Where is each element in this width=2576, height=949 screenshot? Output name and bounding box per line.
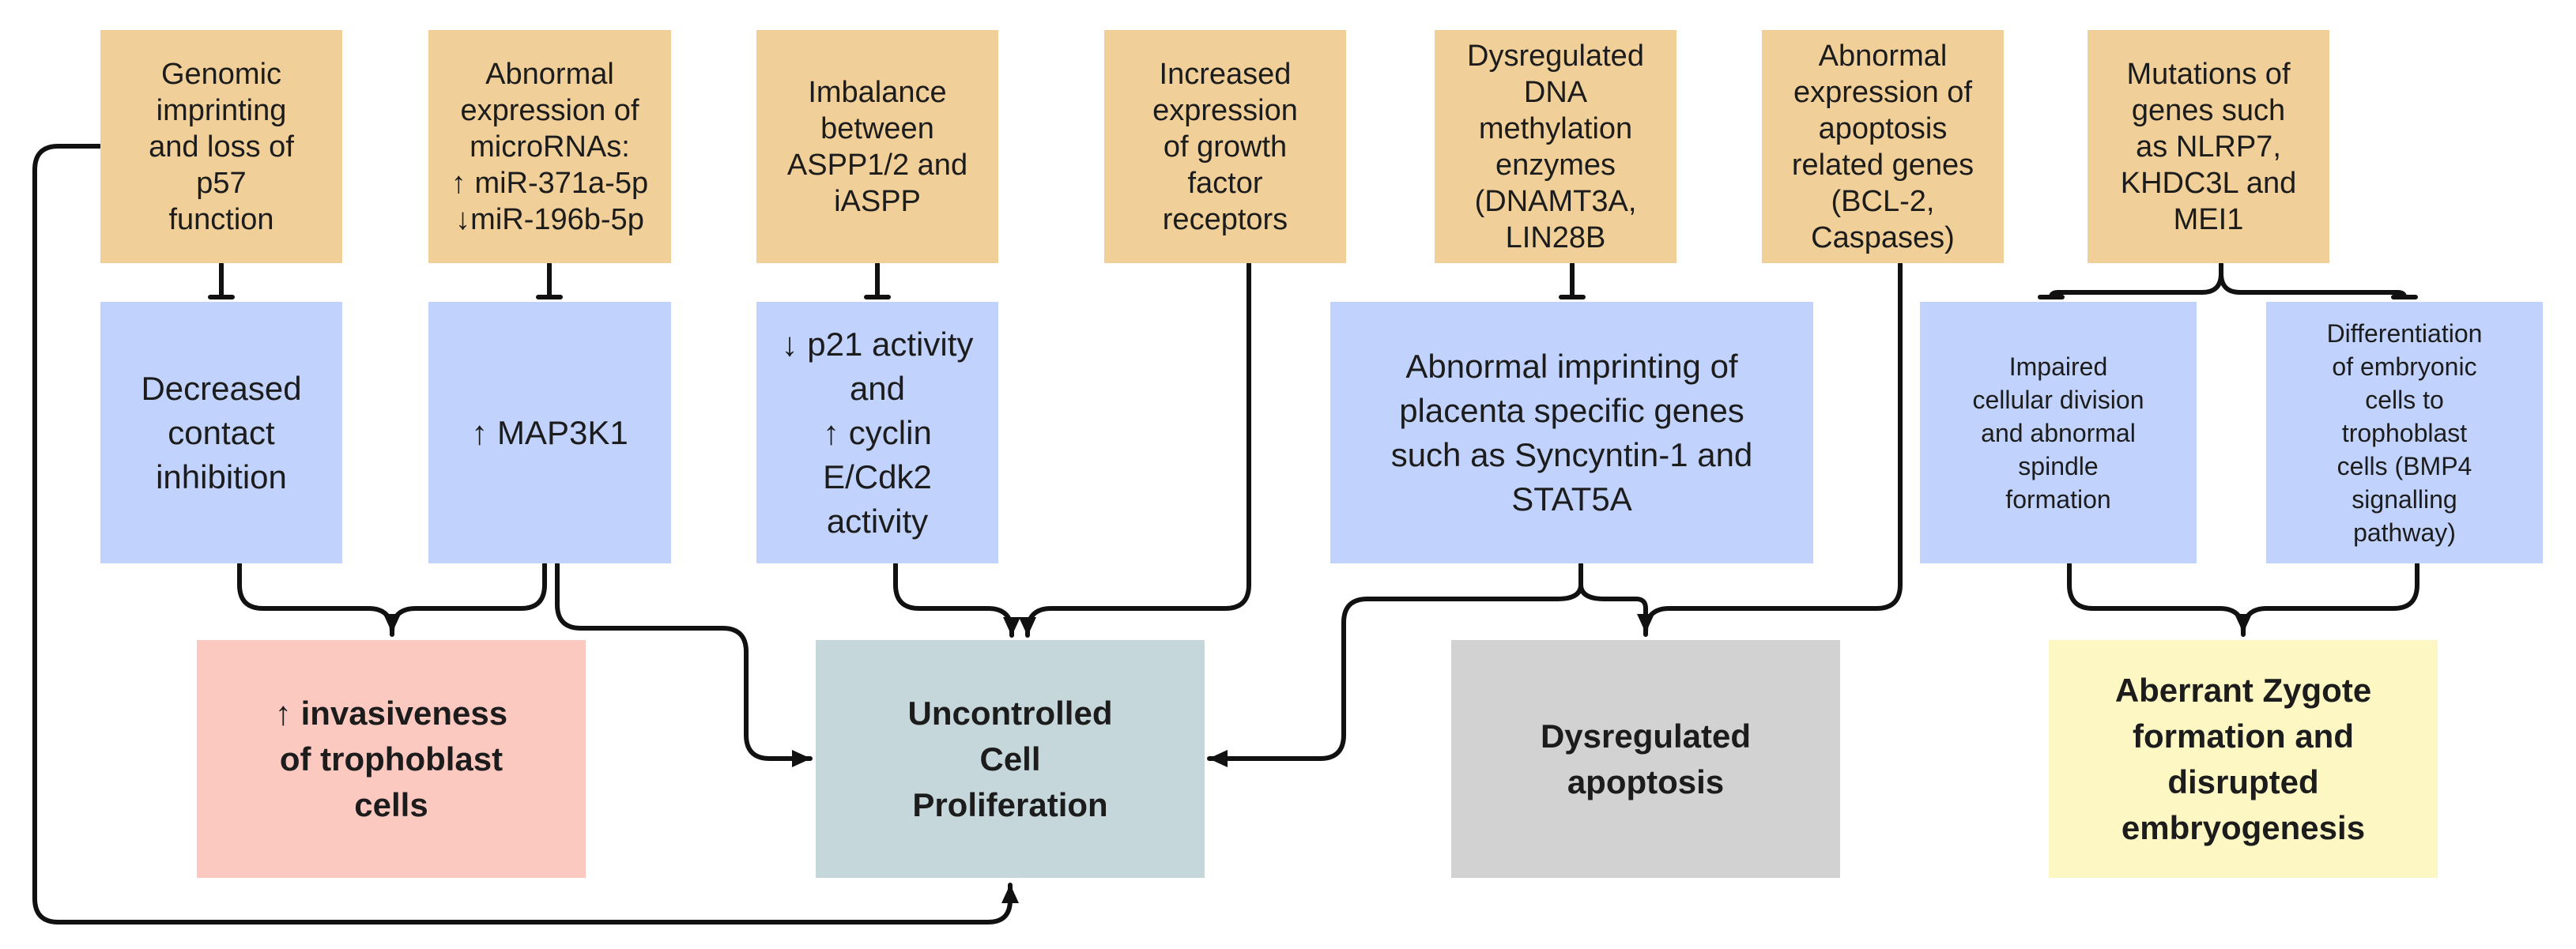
- cause-apoptosis-genes: Abnormal expression of apoptosis related…: [1762, 30, 2004, 263]
- inhibit-line-micrornas: [536, 262, 563, 299]
- inhibit-line-imprinting: [208, 262, 235, 299]
- arrow-imprinting-to-proliferation: [32, 144, 1019, 925]
- cause-microrna-expression: Abnormal expression of microRNAs: ↑ miR-…: [428, 30, 671, 263]
- cause-aspp-imbalance: Imbalance between ASPP1/2 and iASPP: [756, 30, 998, 263]
- arrow-to-apoptosis: [1578, 262, 1903, 635]
- inhibit-split-mutations: [2038, 262, 2418, 299]
- arrow-to-invasiveness: [237, 562, 547, 635]
- outcome-aberrant-zygote: Aberrant Zygote formation and disrupted …: [2049, 640, 2438, 878]
- cause-growth-factor-receptors: Increased expression of growth factor re…: [1104, 30, 1346, 263]
- arrow-map3k1-to-proliferation: [555, 562, 813, 767]
- cause-gene-mutations: Mutations of genes such as NLRP7, KHDC3L…: [2088, 30, 2329, 263]
- arrow-to-embryogenesis: [2067, 562, 2419, 635]
- cause-genomic-imprinting: Genomic imprinting and loss of p57 funct…: [100, 30, 342, 263]
- outcome-invasiveness: ↑ invasiveness of trophoblast cells: [197, 640, 586, 878]
- mechanism-p21-cyclin: ↓ p21 activity and ↑ cyclin E/Cdk2 activ…: [756, 302, 998, 563]
- inhibit-line-methylation: [1559, 262, 1586, 299]
- mechanism-contact-inhibition: Decreased contact inhibition: [100, 302, 342, 563]
- outcome-cell-proliferation: Uncontrolled Cell Proliferation: [816, 640, 1205, 878]
- mechanism-map3k1: ↑ MAP3K1: [428, 302, 671, 563]
- mechanism-differentiation: Differentiation of embryonic cells to tr…: [2266, 302, 2543, 563]
- outcome-dysregulated-apoptosis: Dysregulated apoptosis: [1451, 640, 1840, 878]
- inhibit-line-aspp: [864, 262, 891, 299]
- cause-dna-methylation: Dysregulated DNA methylation enzymes (DN…: [1435, 30, 1676, 263]
- arrow-imprinting-mech-outputs: [1207, 562, 1583, 767]
- mechanism-abnormal-imprinting: Abnormal imprinting of placenta specific…: [1330, 302, 1813, 563]
- mechanism-impaired-division: Impaired cellular division and abnormal …: [1920, 302, 2197, 563]
